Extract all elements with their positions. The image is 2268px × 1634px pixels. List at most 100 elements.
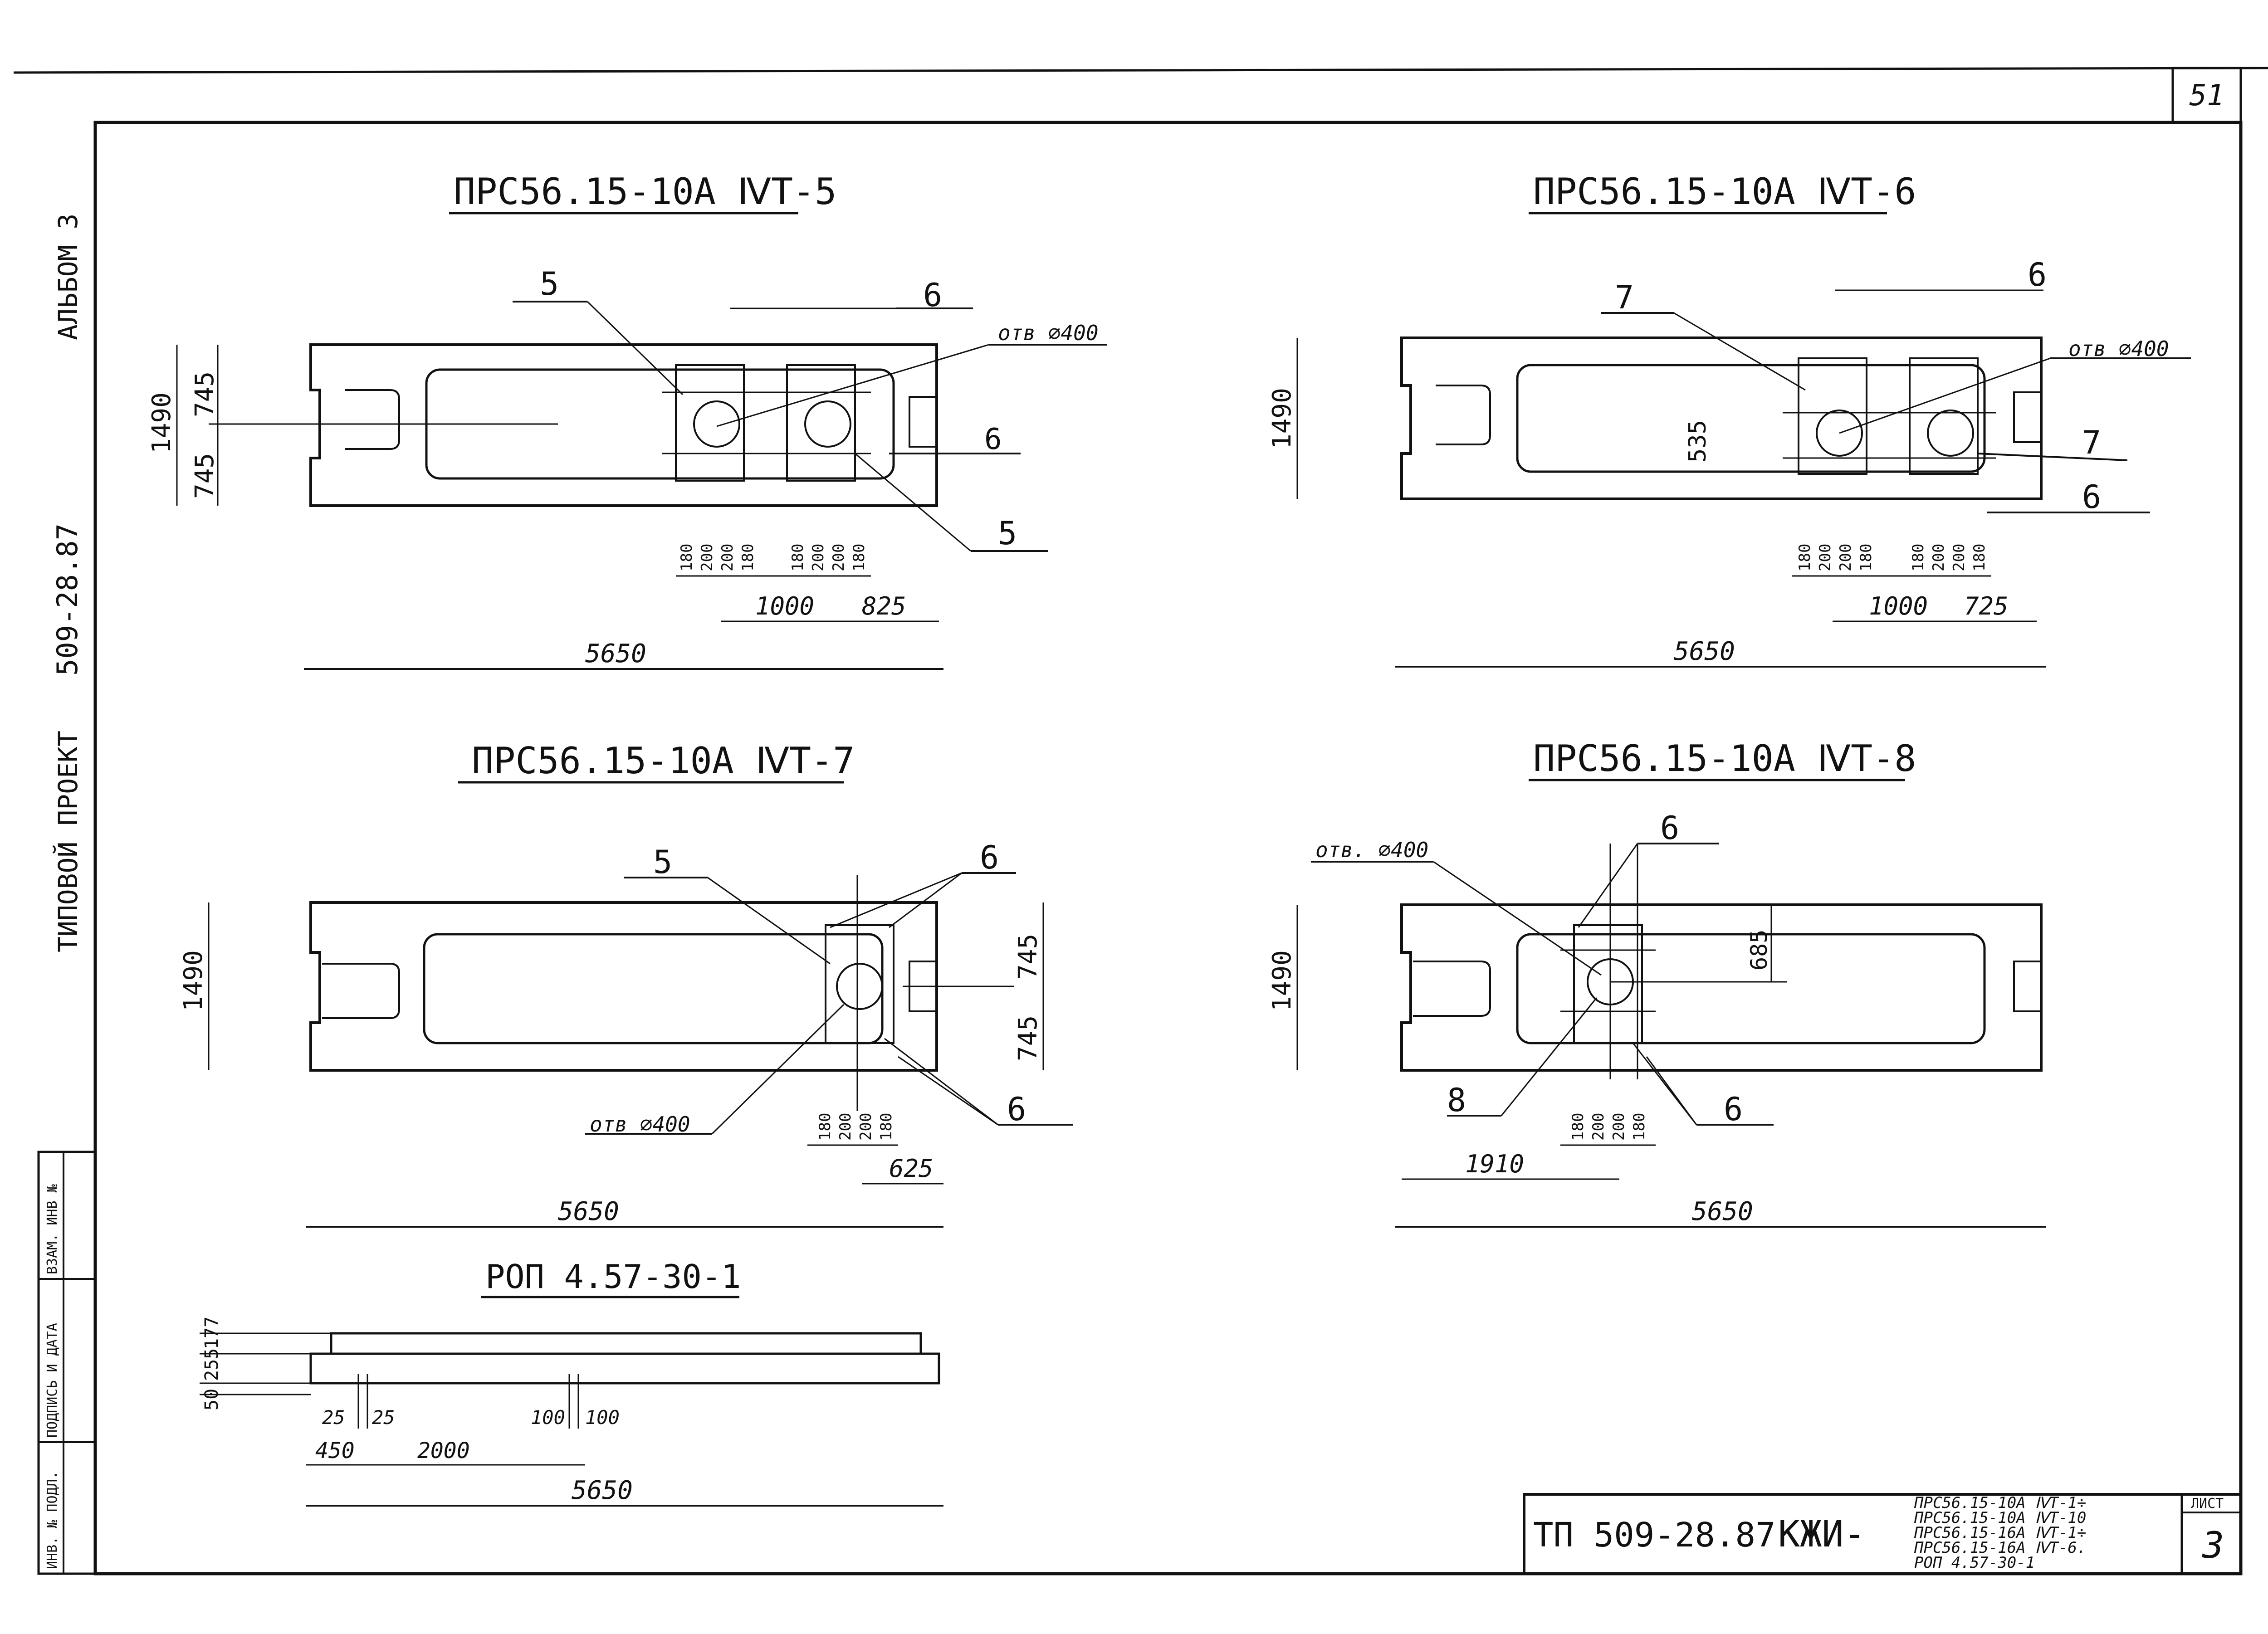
view-3-dim-v-bottom: 745	[1013, 1015, 1043, 1061]
view-5-title: РОП 4.57-30-1	[485, 1258, 741, 1296]
title-block-item-1: ПРС56.15-10А ⅣТ-1÷	[1914, 1494, 2086, 1512]
view-5-dim-450: 450	[315, 1438, 355, 1463]
view-3-label-b: 6	[980, 839, 999, 876]
title-block-item-5: РОП 4.57-30-1	[1914, 1554, 2035, 1572]
view-5: РОП 4.57-30-1 177 255 50 25 25 100 100 4…	[200, 1258, 943, 1507]
view-2-label-c: 7	[2082, 424, 2101, 461]
view-4-hole-label: отв. ⌀400	[1315, 838, 1428, 862]
frame	[13, 67, 2268, 1575]
view-1-label-d: 5	[998, 515, 1017, 552]
view-3-title: ПРС56.15-10А ⅣТ-7	[472, 740, 855, 782]
view-3-dim-s4: 180	[877, 1113, 895, 1141]
view-2-dim-s1: 180	[1796, 544, 1814, 571]
view-1-dim-v-bottom: 745	[190, 453, 220, 499]
view-3-dim-s1: 180	[816, 1113, 834, 1141]
title-block-mark: КЖИ-	[1778, 1513, 1866, 1555]
project-type-label: ТИПОВОЙ ПРОЕКТ	[52, 731, 83, 952]
view-3-dim-s2: 200	[836, 1113, 855, 1141]
album-label: АЛЬБОМ 3	[53, 214, 83, 340]
view-1-title: ПРС56.15-10А ⅣТ-5	[454, 171, 836, 213]
view-1: ПРС56.15-10А ⅣТ-5 5 6 6 5 отв ⌀400 1490 …	[147, 171, 1107, 670]
view-5-dim-v2: 255	[201, 1348, 222, 1381]
view-2-label-a: 7	[1615, 279, 1634, 316]
stamp-col-2: ПОДПИСЬ И ДАТА	[44, 1323, 60, 1438]
view-1-dim-s6: 200	[809, 544, 827, 571]
title-block-item-4: ПРС56.15-16А ⅣТ-6.	[1914, 1539, 2086, 1557]
view-2-hole-label: отв ⌀400	[2068, 337, 2169, 361]
view-2-dim-725: 725	[1964, 592, 2009, 620]
title-block-code: ТП 509-28.87	[1533, 1516, 1776, 1555]
view-4-title: ПРС56.15-10А ⅣТ-8	[1533, 737, 1916, 780]
view-5-dim-5650: 5650	[572, 1476, 633, 1505]
stamp-col-1: ИНВ. № ПОДЛ.	[44, 1471, 60, 1569]
view-4-label-b: 8	[1447, 1082, 1466, 1119]
view-2-label-b: 6	[2028, 256, 2047, 293]
title-block-sheet-label: ЛИСТ	[2191, 1496, 2224, 1512]
view-5-dim-25a: 25	[322, 1406, 345, 1429]
view-5-dim-100a: 100	[531, 1406, 565, 1429]
view-1-hole-label: отв ⌀400	[998, 321, 1099, 345]
view-1-dim-5650: 5650	[585, 639, 646, 668]
view-4: ПРС56.15-10А ⅣТ-8 6 8 6 отв. ⌀400 1490 6…	[1267, 737, 2046, 1228]
view-1-dim-s3: 200	[719, 544, 737, 571]
title-block-sheet-no: 3	[2202, 1524, 2224, 1566]
view-4-dim-v: 685	[1746, 930, 1772, 971]
view-3: ПРС56.15-10А ⅣТ-7 5 6 6 отв ⌀400 1490 74…	[179, 740, 1073, 1228]
view-3-dim-v-top: 745	[1013, 934, 1043, 980]
view-5-dim-v1: 177	[201, 1317, 222, 1349]
view-5-dim-v3: 50	[201, 1389, 222, 1410]
view-1-dim-s2: 200	[698, 544, 716, 571]
title-block-item-3: ПРС56.15-16А ⅣТ-1÷	[1914, 1524, 2086, 1542]
side-stamp: АЛЬБОМ 3 509-28.87 ТИПОВОЙ ПРОЕКТ ИНВ. №…	[37, 214, 97, 1575]
view-4-dim-1910: 1910	[1465, 1150, 1524, 1178]
view-1-label-a: 5	[540, 265, 559, 302]
view-1-dim-1000: 1000	[755, 592, 814, 620]
view-4-dim-s4: 180	[1630, 1113, 1648, 1141]
project-code-label: 509-28.87	[51, 523, 84, 676]
view-2-dim-5650: 5650	[1674, 637, 1735, 666]
view-2-title: ПРС56.15-10А ⅣТ-6	[1533, 171, 1916, 213]
view-2-dim-s5: 180	[1909, 544, 1927, 571]
view-1-dim-v-top: 745	[190, 371, 220, 417]
view-1-label-b: 6	[923, 277, 942, 314]
view-1-dim-s8: 180	[850, 544, 868, 571]
view-3-label-a: 5	[653, 844, 672, 881]
view-3-label-c: 6	[1007, 1091, 1026, 1128]
view-3-dim-s3: 200	[857, 1113, 875, 1141]
view-1-dim-s1: 180	[678, 544, 696, 571]
view-1-dim-825: 825	[862, 592, 906, 620]
view-1-dim-total-v: 1490	[147, 392, 176, 454]
view-2-dim-v: 535	[1684, 420, 1711, 463]
view-4-dim-5650: 5650	[1692, 1197, 1753, 1226]
view-5-dim-2000: 2000	[417, 1438, 470, 1463]
view-2-dim-1000: 1000	[1869, 592, 1928, 620]
view-4-label-c: 6	[1724, 1091, 1743, 1128]
view-1-dim-s4: 180	[739, 544, 757, 571]
stamp-col-3: ВЗАМ. ИНВ №	[44, 1184, 60, 1274]
view-2-dim-s7: 200	[1950, 544, 1968, 571]
view-4-label-a: 6	[1660, 810, 1679, 847]
view-2-label-d: 6	[2082, 478, 2101, 516]
title-block-item-2: ПРС56.15-10А ⅣТ-10	[1914, 1509, 2086, 1527]
view-4-dim-s1: 180	[1569, 1113, 1587, 1141]
view-1-label-c: 6	[984, 423, 1002, 456]
view-3-dim-total-v: 1490	[179, 950, 208, 1011]
view-2-dim-s6: 200	[1930, 544, 1948, 571]
view-3-dim-5650: 5650	[558, 1197, 619, 1226]
sheet-number-top: 51	[2189, 79, 2224, 112]
view-2-dim-s4: 180	[1857, 544, 1875, 571]
view-4-dim-s2: 200	[1589, 1113, 1608, 1141]
view-3-hole-label: отв ⌀400	[590, 1112, 690, 1136]
view-4-dim-s3: 200	[1610, 1113, 1628, 1141]
view-2: ПРС56.15-10А ⅣТ-6 7 6 7 6 отв ⌀400 1490 …	[1267, 171, 2191, 668]
title-block: ТП 509-28.87 КЖИ- ПРС56.15-10А ⅣТ-1÷ ПРС…	[1523, 1493, 2242, 1575]
view-5-dim-100b: 100	[585, 1406, 620, 1429]
view-2-dim-total-v: 1490	[1267, 388, 1297, 449]
view-2-dim-s2: 200	[1816, 544, 1834, 571]
view-3-dim-625: 625	[889, 1154, 934, 1183]
view-2-dim-s8: 180	[1970, 544, 1989, 571]
view-5-dim-25b: 25	[372, 1406, 395, 1429]
view-1-dim-s5: 180	[789, 544, 807, 571]
view-4-dim-total-v: 1490	[1267, 950, 1297, 1011]
